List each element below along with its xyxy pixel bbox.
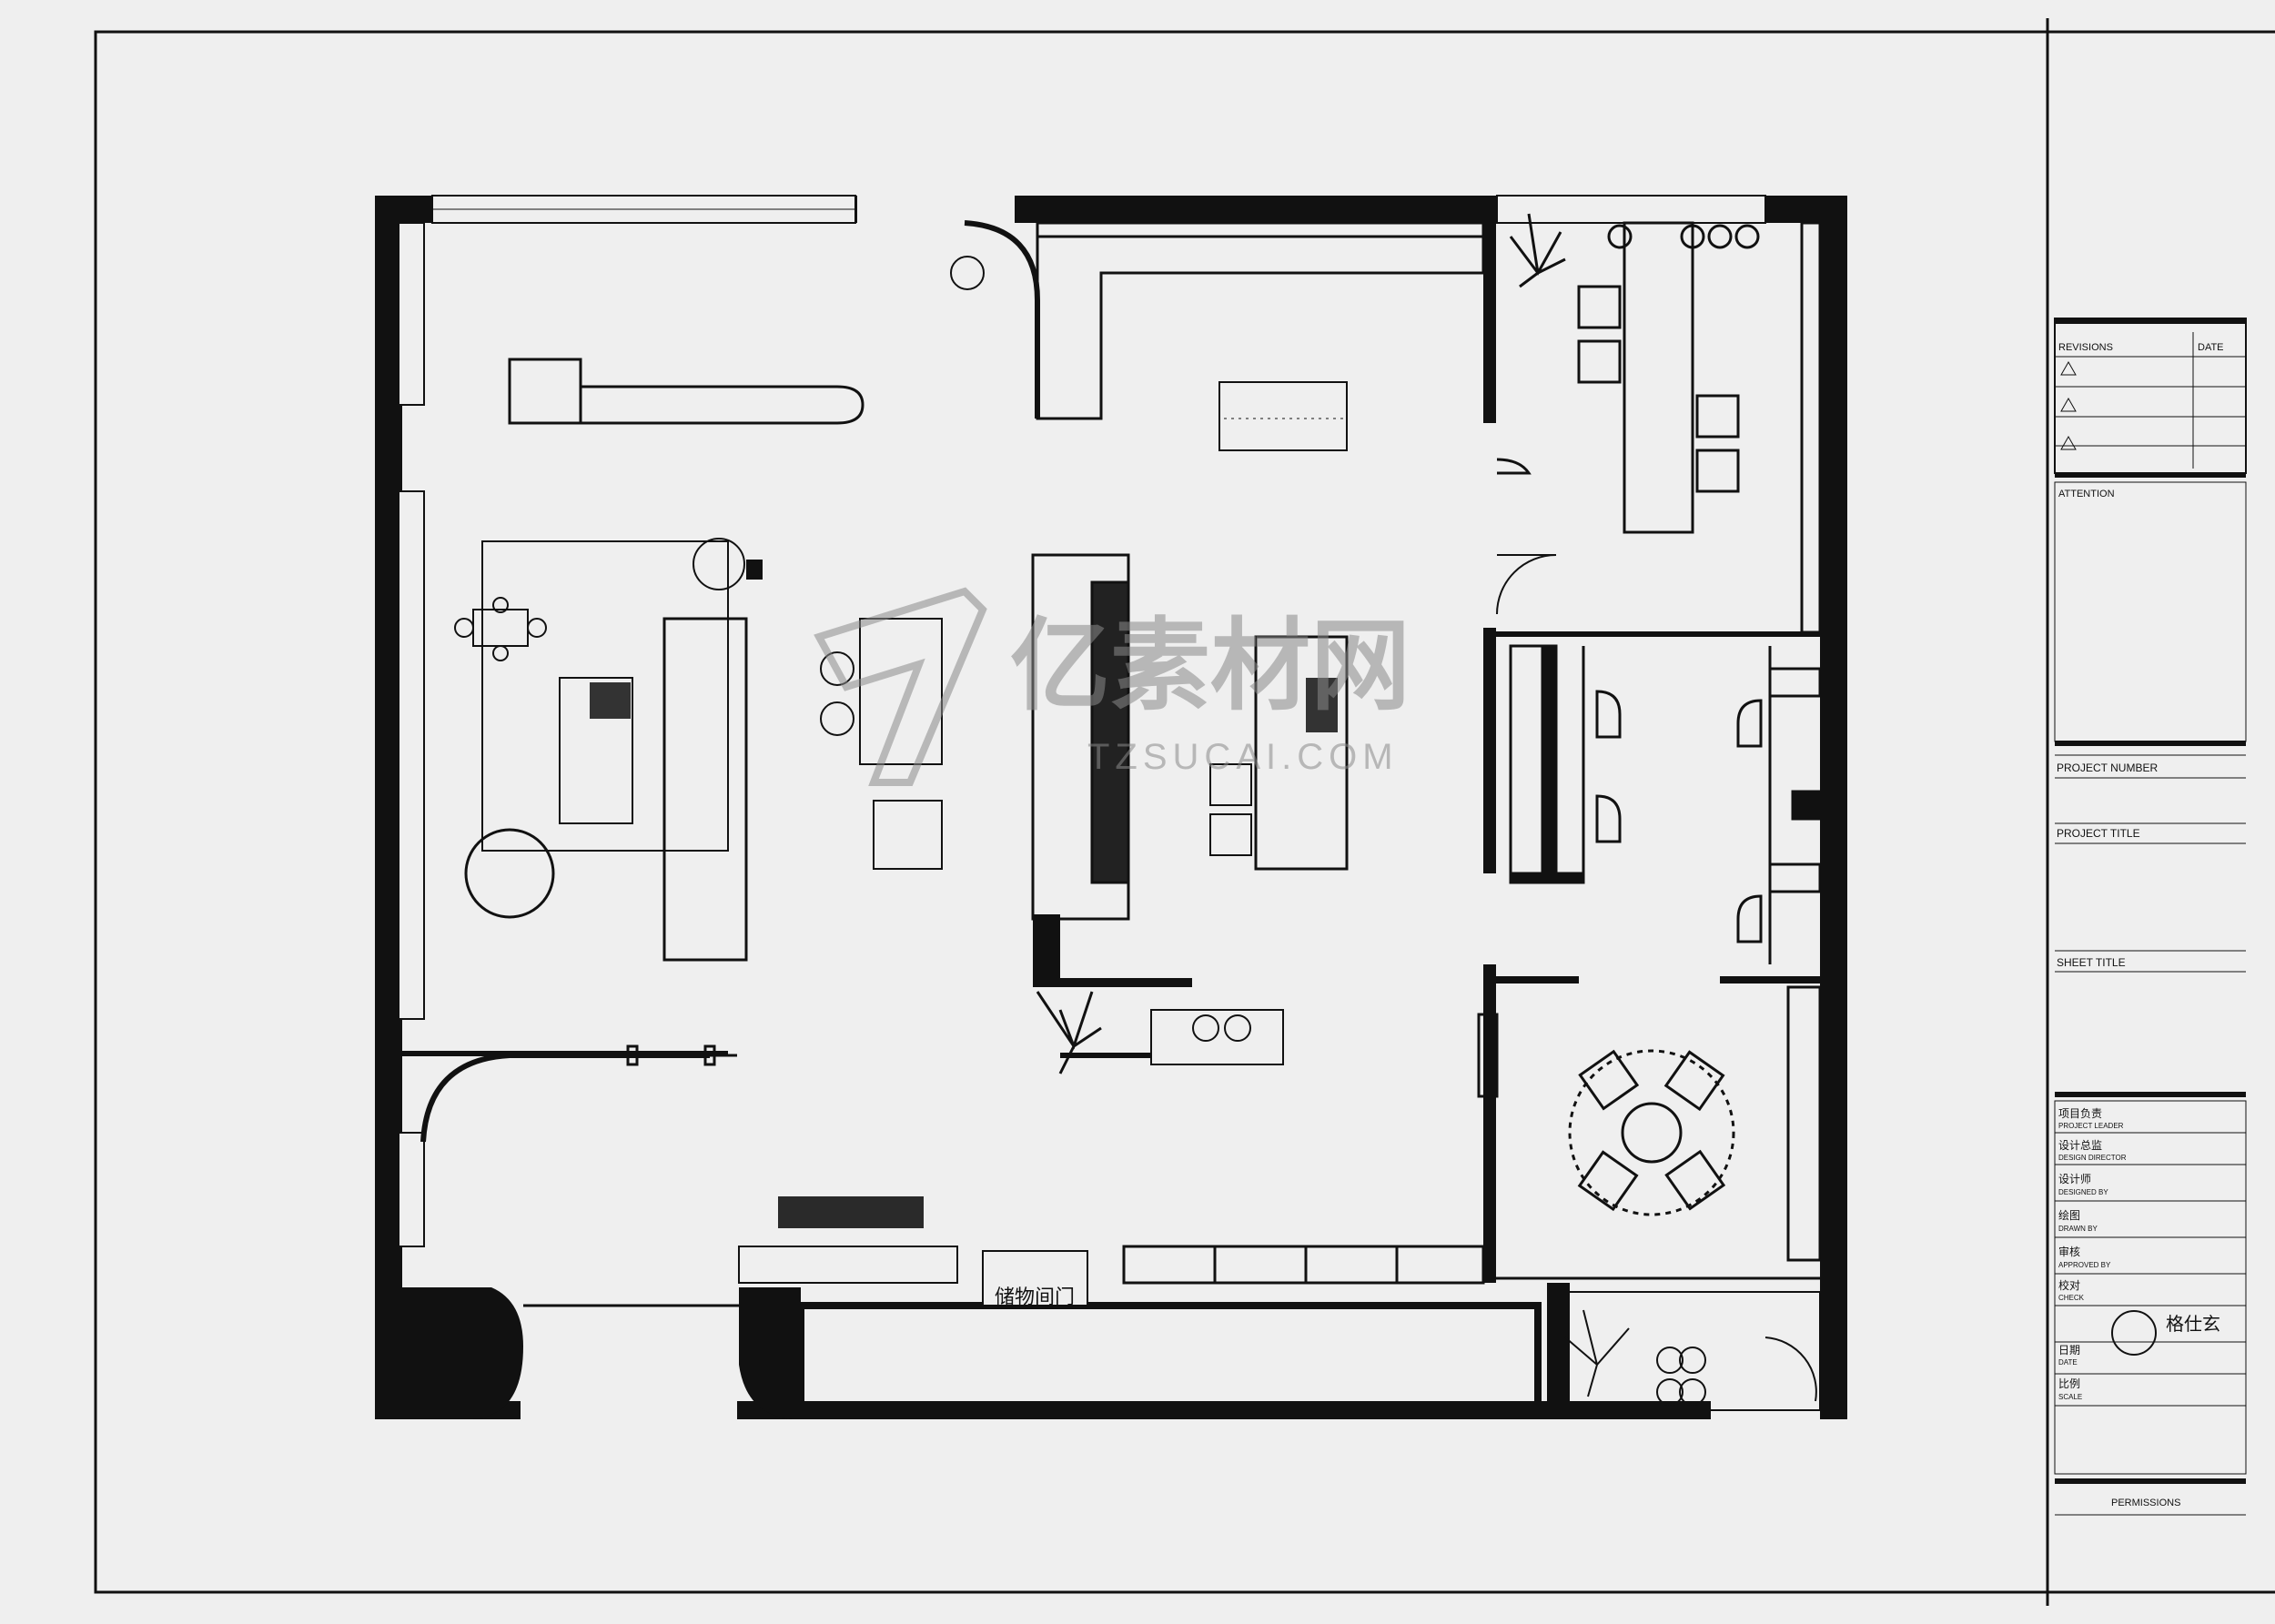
date-label: DATE xyxy=(2198,342,2224,353)
plant-pot xyxy=(950,256,985,290)
sofa xyxy=(662,617,748,962)
row-check-en: CHECK xyxy=(2058,1294,2085,1302)
bottom-left-pillar xyxy=(375,1287,523,1419)
row-date-en: DATE xyxy=(2058,1358,2078,1367)
title-block: REVISIONS DATE ATTENTION PROJECT NUMBER … xyxy=(2054,318,2247,1516)
study-door-2 xyxy=(1496,458,1532,475)
coffee-table xyxy=(559,677,633,824)
designer-stamp-icon xyxy=(2111,1310,2157,1356)
stamp-text: 格仕玄 xyxy=(2166,1314,2220,1335)
kitchen-island xyxy=(1254,635,1349,871)
watermark-en: TZSUCAI.COM xyxy=(1087,737,1399,777)
row-designed-by-cn: 设计师 xyxy=(2058,1173,2091,1185)
armchair xyxy=(464,828,555,919)
sofa-bench xyxy=(508,358,864,425)
row-drawn-by-cn: 绘图 xyxy=(2058,1208,2080,1222)
revisions-label: REVISIONS xyxy=(2058,342,2113,353)
watermark-cn: 亿素材网 xyxy=(1010,608,1410,724)
revision-triangle-icon xyxy=(2060,435,2077,450)
row-scale-cn: 比例 xyxy=(2058,1377,2080,1390)
top-cabinet xyxy=(1036,221,1485,420)
row-scale-en: SCALE xyxy=(2058,1393,2082,1401)
row-approved-by-en: APPROVED BY xyxy=(2058,1261,2111,1269)
storage-room xyxy=(797,1302,1542,1409)
storage-room-label: 储物间门 xyxy=(995,1286,1075,1308)
side-table xyxy=(859,618,943,765)
top-right-window xyxy=(1496,195,1766,224)
row-design-director-cn: 设计总监 xyxy=(2058,1139,2102,1152)
row-drawn-by-en: DRAWN BY xyxy=(2058,1225,2098,1233)
floor-lamp xyxy=(693,538,745,590)
door-handles xyxy=(626,1044,737,1066)
project-number-label: PROJECT NUMBER xyxy=(2057,762,2158,774)
row-design-director-en: DESIGN DIRECTOR xyxy=(2058,1154,2127,1162)
drawing-frame xyxy=(94,30,2275,1594)
attention-label: ATTENTION xyxy=(2058,489,2115,499)
left-wall-windows xyxy=(398,222,425,1247)
courtyard xyxy=(1551,1291,1821,1411)
row-project-leader-en: PROJECT LEADER xyxy=(2058,1122,2124,1130)
central-cabinet-column xyxy=(1031,553,1130,921)
sheet-title-label: SHEET TITLE xyxy=(2057,956,2126,969)
bench-strip xyxy=(738,1246,958,1284)
fireplace-strip xyxy=(778,1196,924,1228)
tree-symbol xyxy=(1036,213,1566,1074)
partition-wall xyxy=(1033,914,1192,987)
floor-plan: 储物间门 xyxy=(375,195,1847,1419)
bottom-cabinets xyxy=(1122,1245,1485,1285)
tea-room xyxy=(1477,985,1822,1262)
living-rug xyxy=(481,540,729,852)
project-title-label: PROJECT TITLE xyxy=(2057,827,2140,840)
row-project-leader-cn: 项目负责 xyxy=(2058,1107,2102,1120)
revision-triangle-icon xyxy=(2060,397,2077,412)
bathroom xyxy=(1509,644,1822,964)
bottom-pillar xyxy=(739,1287,801,1419)
row-date-cn: 日期 xyxy=(2058,1344,2080,1357)
row-check-cn: 校对 xyxy=(2058,1278,2080,1292)
storage-door xyxy=(982,1250,1088,1306)
row-approved-by-cn: 审核 xyxy=(2058,1245,2080,1258)
watermark-logo-icon xyxy=(814,587,987,786)
study-door xyxy=(1496,554,1557,615)
row-designed-by-en: DESIGNED BY xyxy=(2058,1188,2108,1196)
watermark: 亿素材网 TZSUCAI.COM xyxy=(814,587,1410,786)
permissions-label: PERMISSIONS xyxy=(2111,1498,2180,1508)
planter-bench xyxy=(1150,1009,1284,1065)
revision-triangle-icon xyxy=(2060,360,2077,376)
small-dining-set xyxy=(454,597,547,661)
title-block-rows: 项目负责 PROJECT LEADER 设计总监 DESIGN DIRECTOR… xyxy=(2055,1107,2246,1407)
bar-stools xyxy=(820,651,1252,870)
